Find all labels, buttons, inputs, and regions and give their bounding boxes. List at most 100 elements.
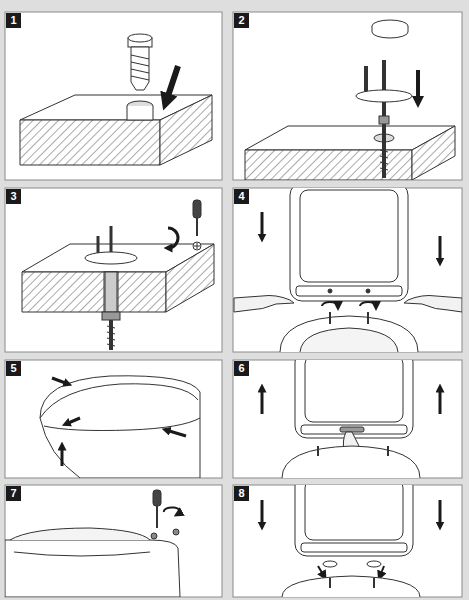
bowl-rim [280, 316, 418, 352]
bushing-cap [128, 34, 152, 42]
turn-arrow [164, 507, 180, 514]
seat-lid [295, 360, 413, 438]
down-arrow [261, 212, 264, 238]
panel-frame [5, 360, 222, 478]
bushing [105, 272, 117, 312]
hinge-bolt [173, 529, 179, 535]
seat-lid [290, 188, 408, 301]
seat-inner [305, 485, 403, 540]
bushing-body [131, 47, 149, 90]
press-arrow [166, 430, 186, 436]
hinge-bar [301, 425, 407, 434]
screwdriver-handle [193, 200, 201, 218]
panel-frame [5, 12, 222, 180]
step-number: 8 [234, 486, 249, 501]
bushing-ribs [131, 55, 149, 80]
cover-cap-side [372, 26, 408, 38]
bolt-cut [104, 272, 118, 312]
bolt-cap [367, 561, 381, 567]
seat-edge [44, 418, 200, 431]
bolt [329, 312, 331, 324]
hinge-plate [85, 252, 137, 264]
up-arrow [61, 446, 64, 466]
bowl-rim [282, 576, 420, 597]
bolt [367, 312, 369, 324]
hinge-bar [301, 543, 407, 552]
seat-lid [295, 485, 413, 556]
panel-frame [5, 188, 222, 352]
rim-line [14, 552, 150, 556]
slab-side [160, 95, 212, 165]
screwdriver-shaft [196, 218, 198, 236]
bolt [317, 446, 319, 456]
bowl-opening [10, 528, 150, 540]
panel-seven-art [5, 490, 180, 597]
screwdriver-shaft [156, 506, 158, 528]
panel-frame [5, 485, 222, 597]
release-button [340, 427, 364, 432]
bolt [329, 578, 331, 588]
phillips-cross [194, 243, 200, 249]
up-arrow [439, 388, 442, 414]
hole-cut [127, 106, 153, 120]
step-number: 1 [6, 13, 21, 28]
screwdriver-handle [153, 490, 161, 506]
panel-two-art [245, 20, 455, 180]
step-number: 2 [234, 13, 249, 28]
slab-front [22, 272, 166, 312]
step-number: 7 [6, 486, 21, 501]
bolt [387, 446, 389, 456]
panel-frame [5, 12, 462, 597]
panel-eight-art [262, 485, 440, 597]
down-arrow [439, 500, 442, 526]
slab-side [412, 126, 455, 180]
step-number: 3 [6, 189, 21, 204]
toilet-body [40, 376, 200, 478]
panel-six-art [262, 360, 440, 478]
press-arrow [52, 378, 68, 384]
slab-front [245, 150, 412, 180]
step-number: 5 [6, 361, 21, 376]
right-hand [404, 296, 462, 313]
toilet-body [5, 540, 180, 597]
slab-side [166, 244, 214, 312]
hinge-hole [366, 289, 370, 293]
bowl-inner [300, 328, 398, 352]
seat-inner [300, 190, 398, 282]
insert-arrow [166, 66, 178, 102]
bolt-cap [323, 561, 337, 567]
slab-front [20, 120, 160, 165]
panel-frame [233, 12, 462, 180]
thread [380, 150, 388, 170]
cap-arrow [380, 566, 384, 576]
phillips-symbol [193, 242, 201, 250]
hinge-hole [328, 289, 332, 293]
panel-five-art [40, 376, 200, 478]
nut [379, 116, 389, 124]
press-arrow [66, 418, 80, 424]
hinge-bolt [151, 533, 157, 539]
left-hand [234, 296, 294, 313]
bolt [373, 578, 375, 588]
bowl-rim [282, 446, 420, 478]
seat-inner [305, 360, 403, 422]
panel-one-art [20, 34, 212, 165]
lid-edge [40, 384, 198, 418]
thread [107, 326, 115, 346]
step-number: 6 [234, 361, 249, 376]
step-number: 4 [234, 189, 249, 204]
panel-three-art [22, 200, 214, 350]
nut [102, 312, 120, 320]
panel-frame [233, 188, 462, 352]
down-arrow [261, 500, 264, 526]
locating-pin [364, 66, 368, 92]
hinge-plate [356, 90, 412, 102]
down-arrow [439, 236, 442, 262]
insert-arrow [416, 70, 420, 102]
turn-arrow [360, 302, 376, 306]
turn-arrow [322, 302, 338, 306]
turn-arrow [168, 228, 178, 248]
